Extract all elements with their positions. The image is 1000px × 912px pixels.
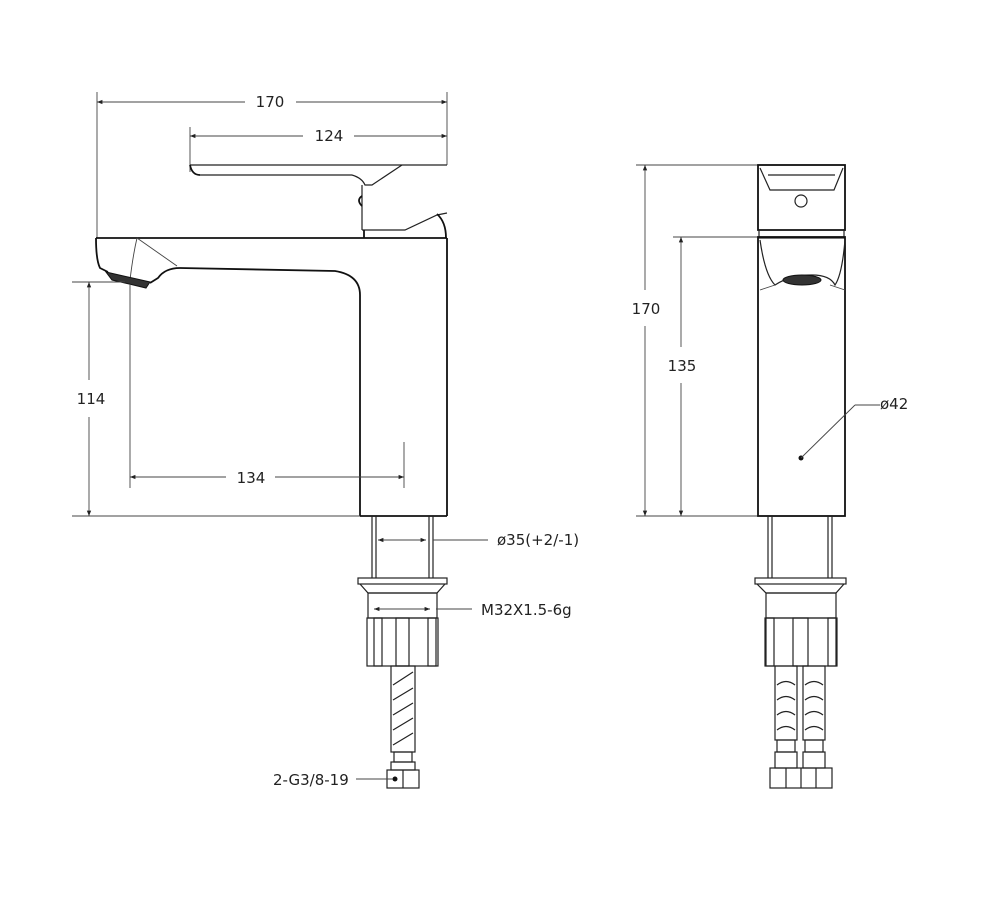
dim-label-124: 124 <box>315 127 344 145</box>
leader-dot <box>392 776 398 782</box>
dim-spout-height: 114 <box>72 281 360 517</box>
front-shank <box>754 516 847 667</box>
dim-label-diameter-42: ø42 <box>880 395 908 413</box>
dim-label-134: 134 <box>237 469 266 487</box>
front-view: 170 135 ø42 <box>632 164 908 789</box>
dim-spout-reach: 134 <box>129 284 405 488</box>
dim-lever-length: 124 <box>189 127 447 172</box>
side-view: 170 124 <box>72 92 579 789</box>
dim-label-front-170: 170 <box>632 300 661 318</box>
dim-overall-height: 170 <box>632 164 758 517</box>
mounting-shank: ø35(+2/-1) M32X1.5-6g <box>357 516 579 667</box>
dim-label-135: 135 <box>668 357 697 375</box>
aerator <box>104 271 151 289</box>
dim-overall-length: 170 <box>96 92 448 238</box>
faucet-body <box>95 237 448 517</box>
front-body: ø42 <box>757 236 908 517</box>
lever-handle <box>189 164 448 239</box>
lever-head <box>757 164 846 239</box>
dim-label-thread: M32X1.5-6g <box>481 601 572 619</box>
front-hoses <box>769 665 833 789</box>
dim-body-height: 135 <box>668 236 758 516</box>
supply-hose: 2-G3/8-19 <box>273 665 420 789</box>
dim-label-shank-diameter: ø35(+2/-1) <box>497 531 579 549</box>
dim-label-hose: 2-G3/8-19 <box>273 771 349 789</box>
dim-label-114: 114 <box>77 390 106 408</box>
dim-label-170: 170 <box>256 93 285 111</box>
